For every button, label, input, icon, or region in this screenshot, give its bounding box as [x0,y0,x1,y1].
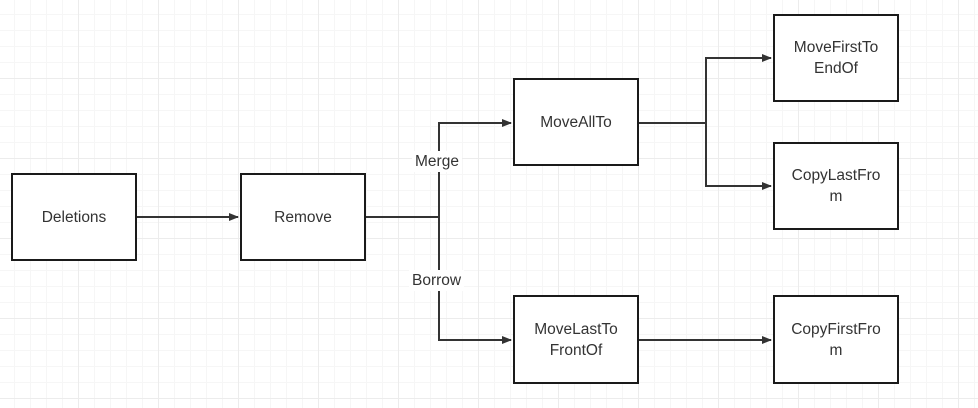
node-copy-first-from[interactable]: CopyFirstFro m [773,295,899,384]
node-copy-last-from-label: CopyLastFro m [791,167,881,205]
node-copy-first-from-label: CopyFirstFro m [791,320,881,359]
edge-move-all-to-to-copy-last-from [705,123,772,190]
node-move-all-to-label: MoveAllTo [540,113,612,131]
node-deletions-label: Deletions [41,208,107,226]
node-move-last-to-front-of[interactable]: MoveLastTo FrontOf [513,295,639,384]
node-move-last-to-front-of-label: MoveLastTo FrontOf [534,320,618,359]
edge-label-merge: Merge [412,151,462,172]
node-remove-label: Remove [274,208,332,226]
edge-move-all-to-to-move-first-to-end-of [705,54,772,123]
node-move-first-to-end-of-label: MoveFirstTo EndOf [793,39,879,77]
edge-remove-to-move-last-to-front-of [438,217,512,344]
edge-remove-to-move-all-to [438,119,512,217]
node-deletions[interactable]: Deletions [11,173,137,261]
node-move-first-to-end-of[interactable]: MoveFirstTo EndOf [773,14,899,102]
node-move-all-to[interactable]: MoveAllTo [513,78,639,166]
node-remove[interactable]: Remove [240,173,366,261]
node-copy-last-from[interactable]: CopyLastFro m [773,142,899,230]
edge-label-borrow: Borrow [409,270,465,291]
